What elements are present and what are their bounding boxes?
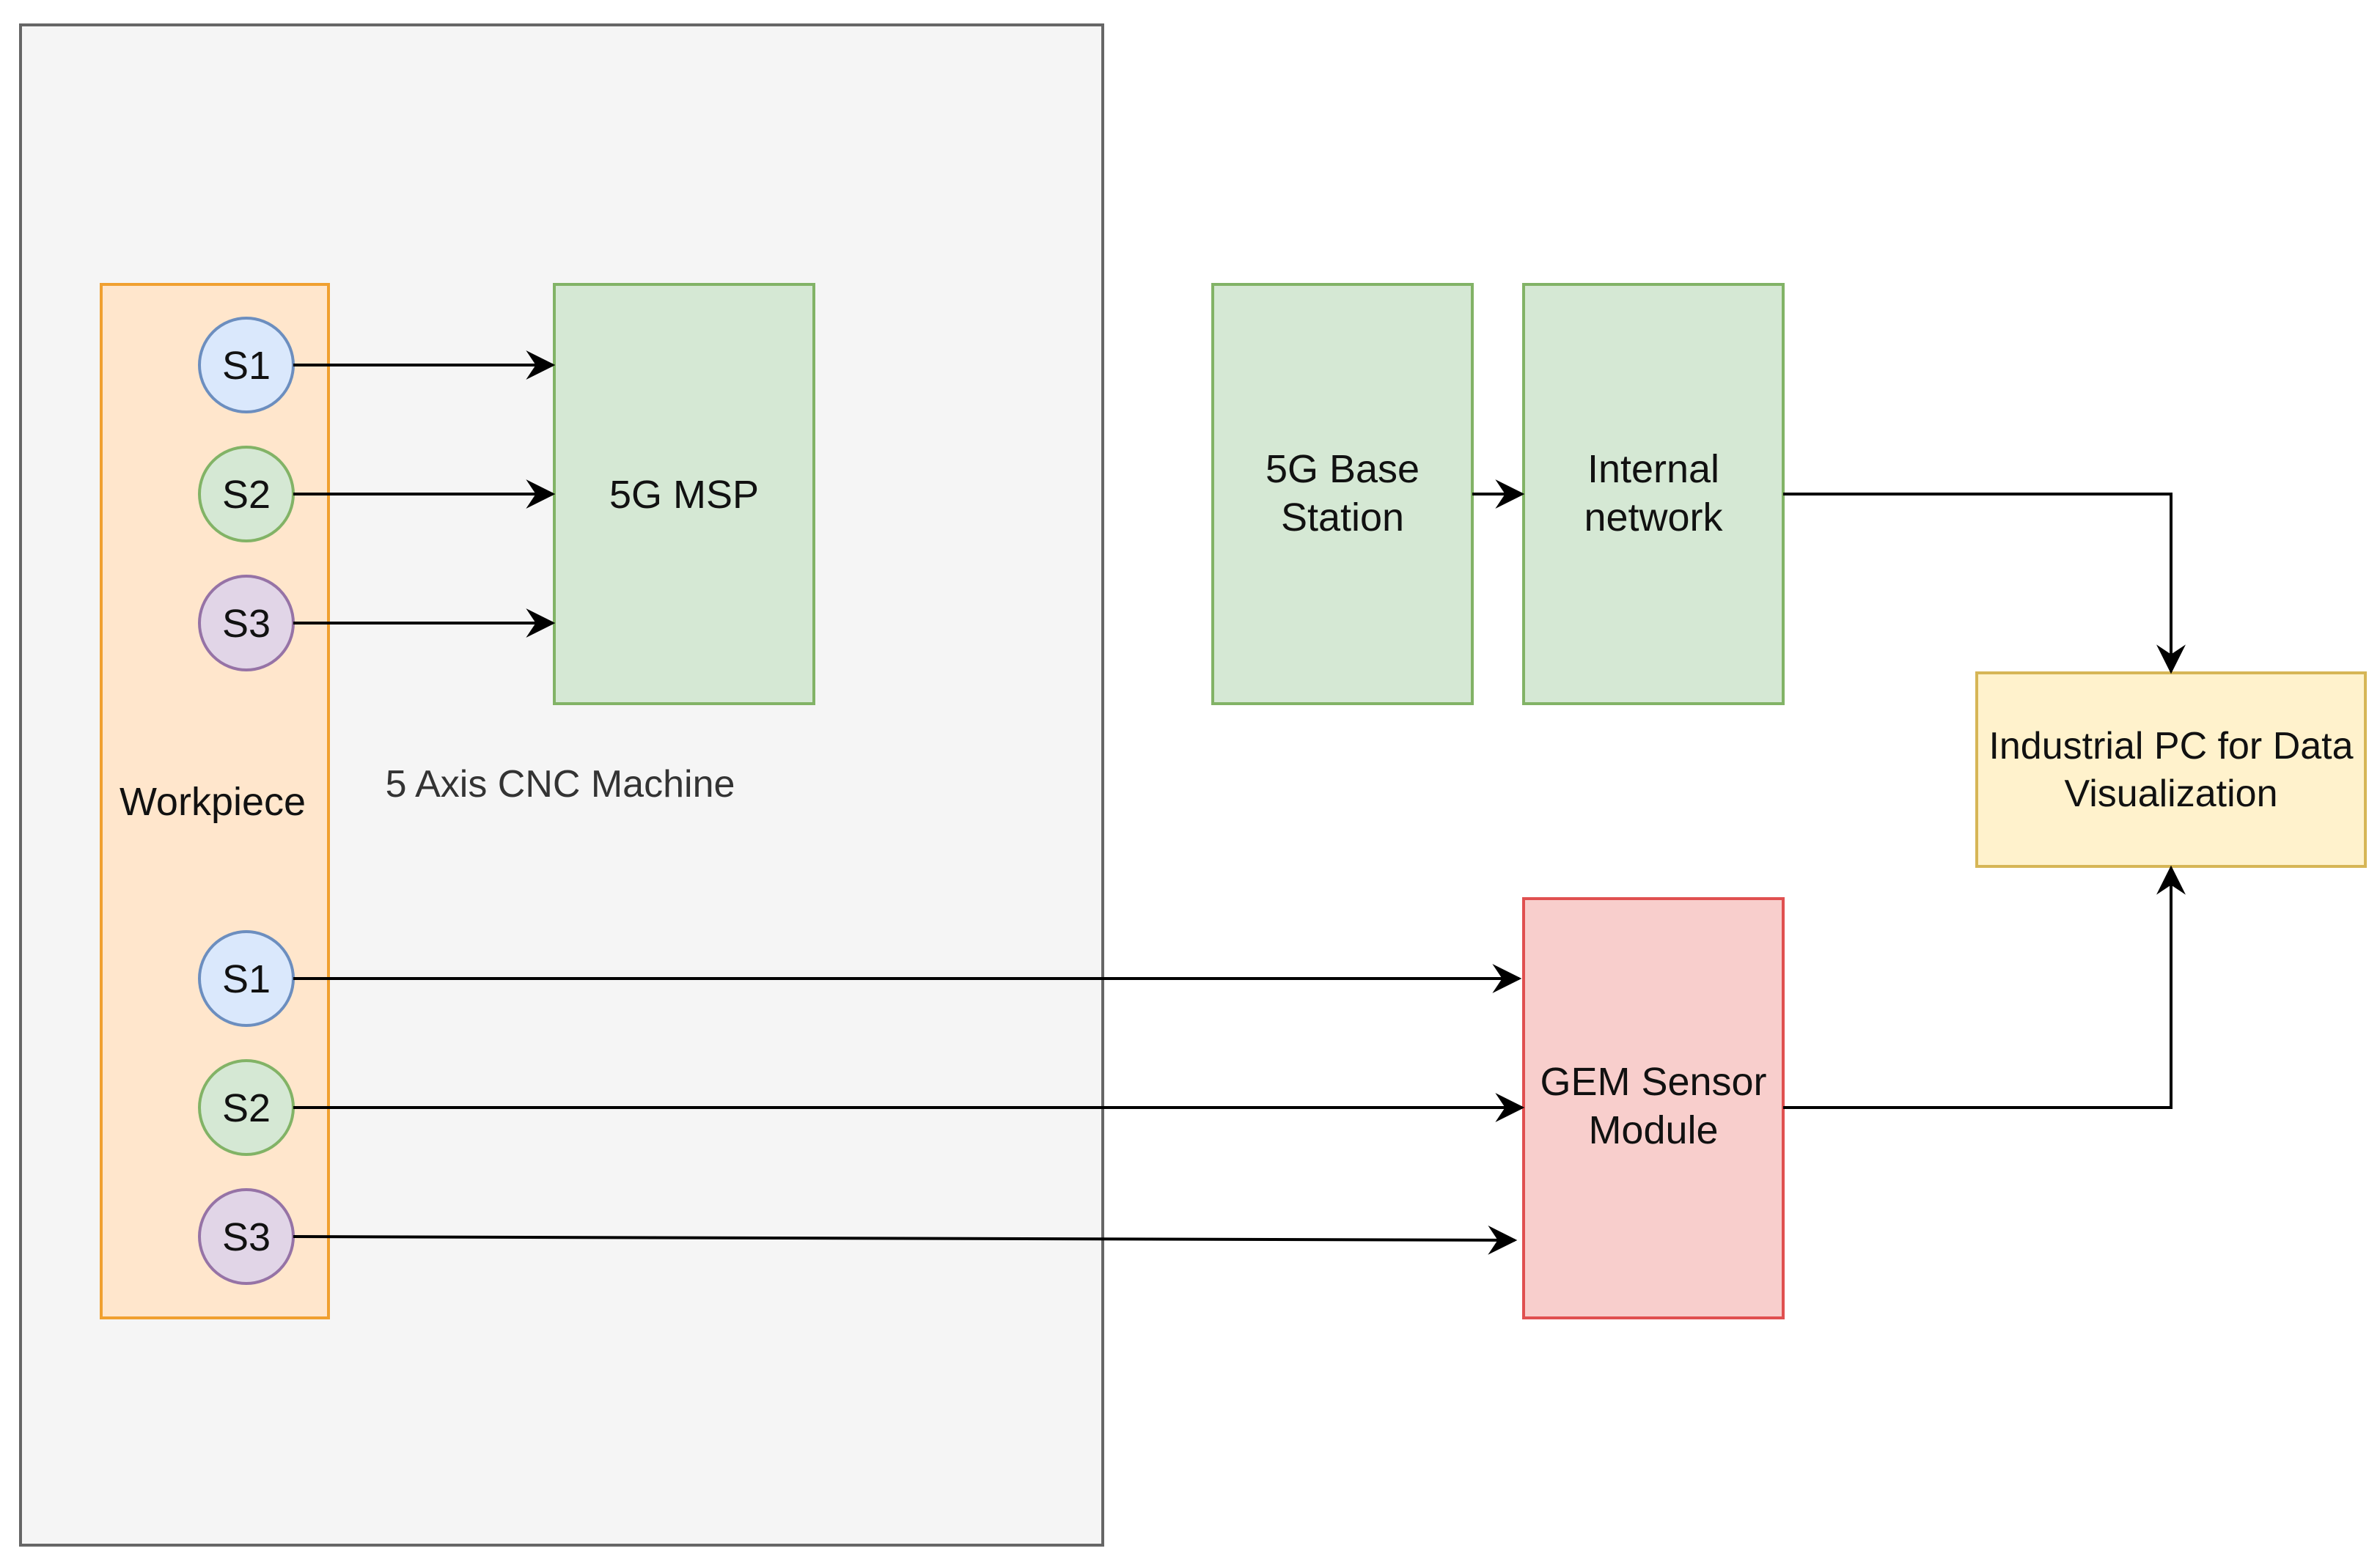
- internal-network-label-line2: network: [1584, 496, 1723, 539]
- industrial-pc-label-line2: Visualization: [2064, 773, 2277, 815]
- sensor-label: S3: [222, 602, 271, 646]
- gem-module-label-line1: GEM Sensor: [1540, 1060, 1766, 1104]
- workpiece-box: [100, 283, 330, 1319]
- sensor-s3-lower: S3: [198, 1188, 295, 1285]
- cnc-machine-label: 5 Axis CNC Machine: [386, 763, 735, 806]
- edge-s3-to-gem: [293, 1225, 1518, 1255]
- sensor-s2-lower: S2: [198, 1059, 295, 1156]
- msp-box: [553, 283, 815, 705]
- msp-label: 5G MSP: [609, 473, 759, 517]
- industrial-pc-box: [1975, 671, 2367, 868]
- base-station-label-line1: 5G Base: [1266, 447, 1419, 491]
- edge-network-to-pc: [1783, 493, 2186, 674]
- edge-gem-to-pc: [1783, 865, 2186, 1109]
- sensor-s2-upper: S2: [198, 446, 295, 542]
- sensor-label: S1: [222, 957, 271, 1001]
- gem-module-label-line2: Module: [1588, 1108, 1718, 1152]
- internal-network-box: [1522, 283, 1785, 705]
- gem-module-box: [1522, 897, 1785, 1319]
- industrial-pc-label-line1: Industrial PC for Data: [1988, 725, 2353, 767]
- base-station-label-line2: Station: [1281, 496, 1404, 539]
- sensor-s3-upper: S3: [198, 575, 295, 671]
- base-station-box: [1211, 283, 1474, 705]
- workpiece-label: Workpiece: [120, 780, 306, 824]
- sensor-label: S3: [222, 1215, 271, 1259]
- sensor-label: S2: [222, 473, 271, 517]
- sensor-label: S2: [222, 1086, 271, 1130]
- internal-network-label-line1: Internal: [1587, 447, 1719, 491]
- sensor-s1-upper: S1: [198, 317, 295, 413]
- sensor-s1-lower: S1: [198, 930, 295, 1027]
- sensor-label: S1: [222, 344, 271, 388]
